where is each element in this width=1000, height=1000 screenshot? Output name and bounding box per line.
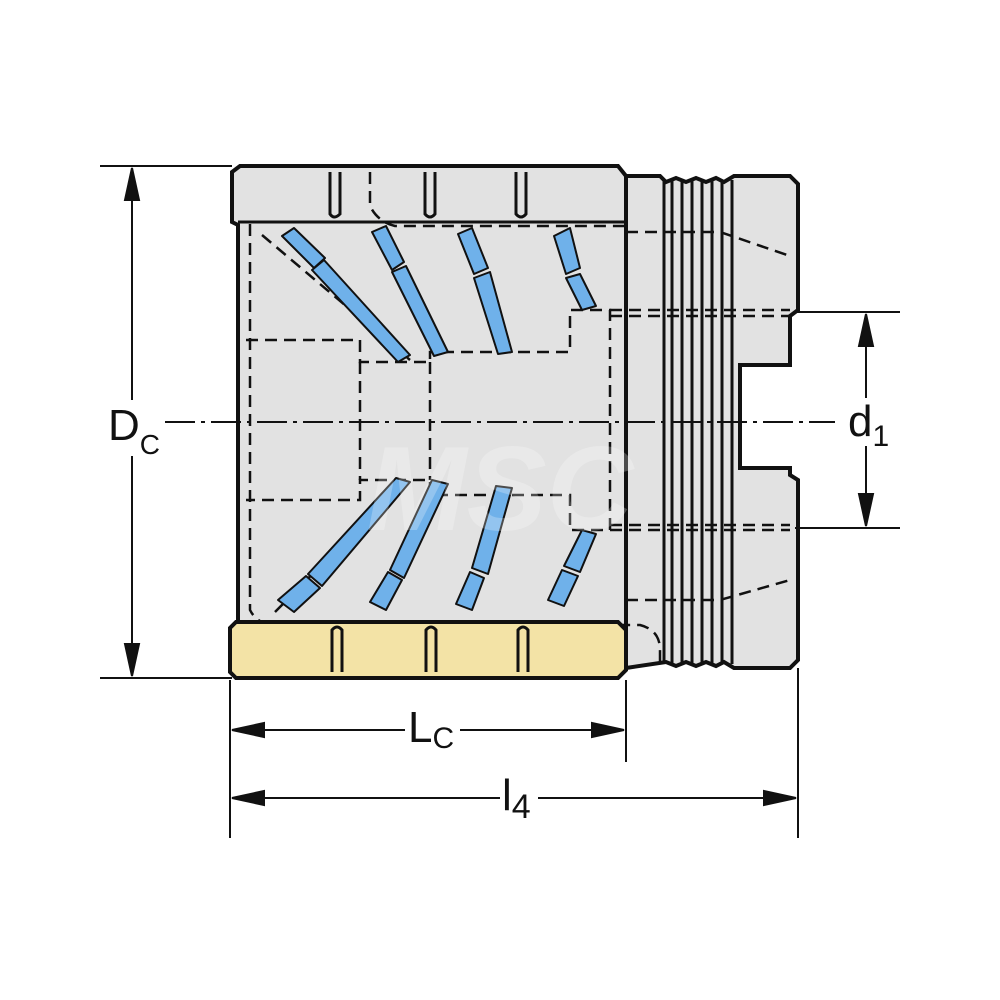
lc-main: L: [408, 703, 432, 752]
l4-sub: 4: [512, 788, 531, 826]
coolant-channel-lower-3: [455, 485, 513, 611]
d1-sub: 1: [872, 420, 889, 453]
coolant-channel-upper-1: [281, 227, 411, 363]
insert-slots: [330, 625, 530, 672]
lc-sub: C: [432, 722, 454, 755]
extension-lines: [100, 165, 900, 838]
coolant-channel-lower-2: [369, 479, 449, 611]
coolant-channels: [277, 225, 597, 613]
dimension-label-dc: DC: [108, 401, 160, 460]
coolant-channel-lower-1: [277, 477, 411, 613]
dimension-arrows: [123, 167, 875, 807]
dimension-label-l4: l4: [502, 771, 531, 826]
top-insert-slots: [328, 172, 528, 219]
l4-main: l: [502, 771, 512, 820]
d1-main: d: [848, 397, 872, 446]
coolant-channel-upper-4: [553, 227, 597, 311]
dc-main: D: [108, 401, 140, 450]
dimension-label-lc: LC: [408, 703, 454, 755]
insert-strip: [228, 620, 628, 680]
coolant-channel-upper-3: [457, 227, 513, 355]
coolant-channel-lower-4: [547, 529, 597, 607]
watermark: MSC: [367, 422, 636, 556]
dimension-label-d1: d1: [848, 397, 889, 453]
cutter-body: [230, 164, 800, 671]
coolant-channel-upper-2: [371, 225, 449, 357]
dc-sub: C: [140, 429, 160, 460]
